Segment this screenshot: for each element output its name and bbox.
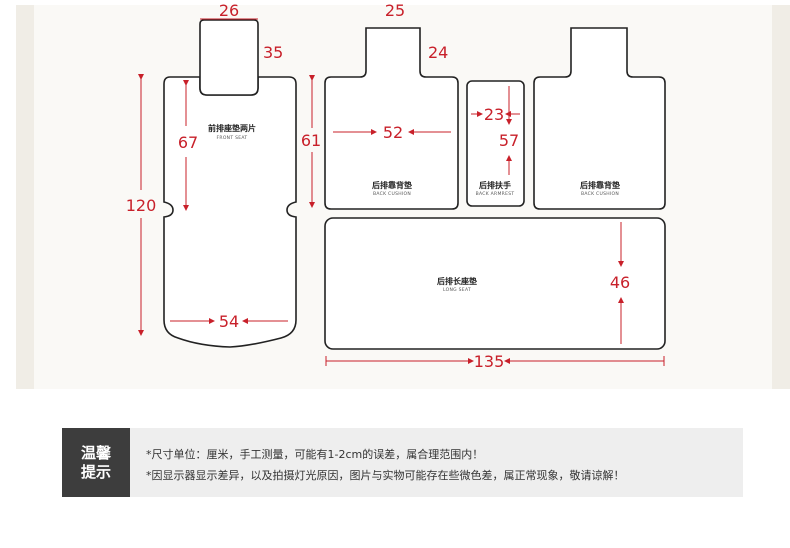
diagram-right-edge: [772, 5, 790, 389]
back-cushion-right-label: 后排靠背垫: [580, 180, 620, 190]
tips-badge: 温馨 提示: [62, 428, 130, 497]
tips-badge-line-1: 温馨: [80, 443, 111, 462]
long-seat-label: 后排长座垫: [437, 276, 477, 286]
armrest-width-value: 23: [484, 105, 504, 124]
long-seat-width-value: 135: [474, 352, 505, 371]
armrest-height-value: 57: [499, 131, 519, 150]
back-armrest-piece: 后排扶手 BACK ARMREST 23 57: [466, 80, 525, 207]
back-height-value: 61: [301, 131, 321, 150]
front-total-height-value: 120: [126, 196, 157, 215]
back-cushion-left-label-en: BACK CUSHION: [373, 191, 411, 197]
back-cushion-right-outline: [533, 27, 666, 210]
back-headrest-width-value: 25: [385, 1, 405, 20]
long-seat-piece: 后排长座垫 LONG SEAT 46 135: [324, 217, 666, 371]
back-cushion-left-outline: [324, 27, 459, 210]
back-armrest-label-en: BACK ARMREST: [476, 191, 515, 197]
back-armrest-label: 后排扶手: [479, 180, 511, 190]
front-seat-label-en: FRONT SEAT: [217, 135, 248, 141]
back-cushion-right-label-en: BACK CUSHION: [581, 191, 619, 197]
tips-badge-line-2: 提示: [80, 462, 111, 481]
tips-panel: 温馨 提示 *尺寸单位：厘米，手工测量，可能有1-2cm的误差，属合理范围内！ …: [62, 428, 743, 497]
long-seat-outline: [324, 217, 666, 350]
long-seat-label-en: LONG SEAT: [443, 287, 471, 293]
front-headrest-outline: [199, 19, 259, 96]
front-seat-piece: 前排座垫两片 FRONT SEAT 26 35 120 67 54: [126, 1, 297, 348]
front-headrest-height-value: 35: [263, 43, 283, 62]
back-cushion-right-piece: 后排靠背垫 BACK CUSHION: [533, 27, 666, 210]
long-seat-height-value: 46: [610, 273, 630, 292]
back-headrest-height-value: 24: [428, 43, 448, 62]
back-cushion-left-piece: 后排靠背垫 BACK CUSHION 25 24 61 52: [301, 1, 459, 210]
tip-color-note: *因显示器显示差异，以及拍摄灯光原因，图片与实物可能存在些微色差，属正常现象，敬…: [146, 469, 625, 482]
back-width-value: 52: [383, 123, 403, 142]
front-seat-outline: [163, 76, 297, 348]
diagram-left-edge: [16, 5, 34, 389]
front-headrest-width-value: 26: [219, 1, 239, 20]
back-cushion-left-label: 后排靠背垫: [372, 180, 412, 190]
front-back-height-value: 67: [178, 133, 198, 152]
front-seat-label: 前排座垫两片: [208, 123, 256, 133]
front-width-value: 54: [219, 312, 239, 331]
seat-cover-dimension-diagram: 前排座垫两片 FRONT SEAT 26 35 120 67 54 后排靠背垫 …: [16, 1, 790, 389]
tip-measurement-note: *尺寸单位：厘米，手工测量，可能有1-2cm的误差，属合理范围内！: [146, 448, 484, 461]
